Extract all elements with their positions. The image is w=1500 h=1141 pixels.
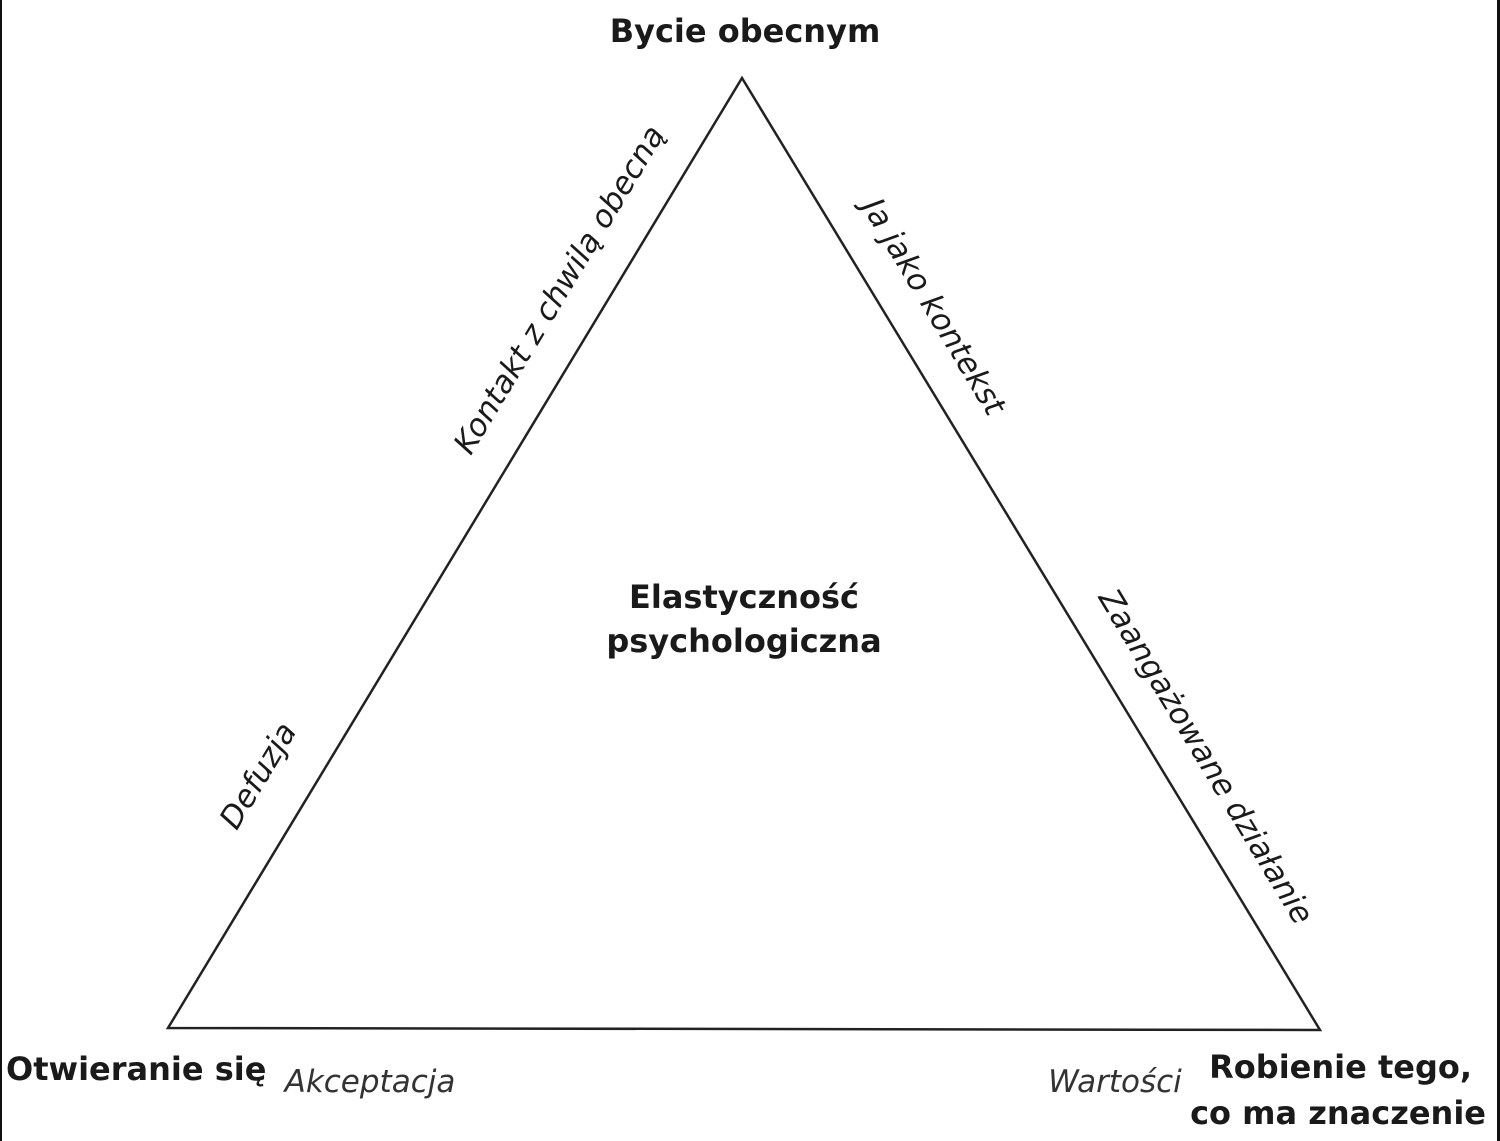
vertex-label-left: Otwieranie się — [6, 1050, 266, 1088]
vertex-label-right-line1: Robienie tego, — [1209, 1048, 1472, 1086]
edge-label-bottom-left: Akceptacja — [283, 1064, 456, 1100]
vertex-label-right-line2: co ma znaczenie — [1190, 1094, 1486, 1132]
edge-label-left-lower: Defuzja — [213, 716, 304, 835]
edge-label-bottom-right: Wartości — [1048, 1064, 1182, 1100]
edge-label-left-upper: Kontakt z chwilą obecną — [447, 119, 672, 460]
frame-left-border — [0, 0, 2, 1141]
triangle-outline — [165, 75, 1323, 1032]
frame-right-border — [1497, 0, 1500, 1141]
edge-label-right-lower: Zaangażowane działanie — [1090, 582, 1320, 931]
edge-label-right-upper: Ja jako kontekst — [851, 187, 1013, 423]
center-label-line1: Elastyczność — [629, 578, 859, 616]
vertex-label-top: Bycie obecnym — [610, 12, 881, 50]
center-label-line2: psychologiczna — [606, 622, 881, 660]
